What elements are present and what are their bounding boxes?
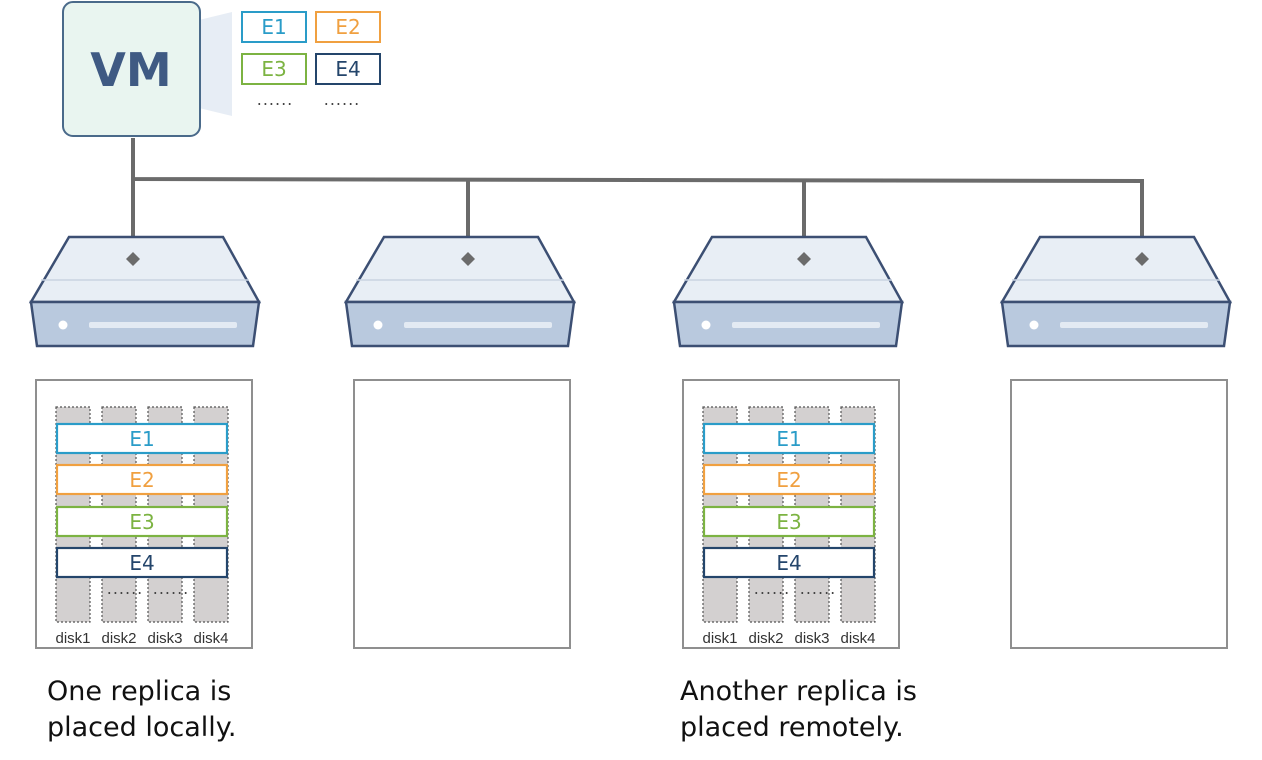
extent-box: [241, 11, 307, 43]
disk-label-2: disk2: [101, 630, 136, 647]
caption-remote: Another replica is placed remotely.: [680, 674, 917, 746]
extent-label: E2: [335, 15, 360, 39]
extent-bar: [55, 463, 229, 496]
vm-extent-e1: E1: [241, 11, 307, 43]
extent-label: E2: [129, 468, 154, 492]
disk-ellipsis-1: ......: [107, 579, 144, 598]
cable-connector: [797, 252, 811, 266]
extent-label: E3: [261, 57, 286, 81]
server-top: [28, 235, 262, 304]
caption-local-line-2: placed locally.: [47, 712, 237, 743]
server-4: [999, 235, 1233, 348]
extent-label: E4: [129, 551, 154, 575]
server-2-storage: [353, 379, 571, 649]
extent-label: E2: [776, 468, 801, 492]
extent-bar: [702, 463, 876, 496]
storage-panel: [353, 379, 571, 649]
server-top: [343, 235, 577, 304]
extent-bar: [702, 422, 876, 455]
vm-extent-e2: E2: [315, 11, 381, 43]
replica-extent-e4: E4: [702, 546, 876, 579]
extent-label: E3: [776, 510, 801, 534]
extent-bar: [702, 546, 876, 579]
extent-bar: [702, 505, 876, 538]
server-1: [28, 235, 262, 348]
extent-box: [241, 53, 307, 85]
vm-label: VM: [90, 43, 171, 97]
disk-ellipsis-2: ......: [800, 579, 837, 598]
drive-bay-slot: [1060, 322, 1208, 328]
server-top: [671, 235, 905, 304]
network-cables: [131, 138, 1144, 258]
caption-local: One replica is placed locally.: [47, 674, 237, 746]
replica-extent-e3: E3: [55, 505, 229, 538]
disk-label-1: disk1: [55, 630, 90, 647]
caption-remote-line-2: placed remotely.: [680, 712, 904, 743]
vm-link-shadow: [199, 12, 232, 116]
server-top: [999, 235, 1233, 304]
server-2: [343, 235, 577, 348]
disk-label-4: disk4: [193, 630, 228, 647]
replica-extent-e1: E1: [55, 422, 229, 455]
vm-extent-e4: E4: [315, 53, 381, 85]
extent-label: E3: [129, 510, 154, 534]
caption-remote-line-1: Another replica is: [680, 676, 917, 707]
vm-ellipsis-2: ......: [324, 90, 361, 109]
cable-connector: [126, 252, 140, 266]
power-led: [373, 320, 383, 330]
vm-ellipsis-1: ......: [257, 90, 294, 109]
drive-bay-slot: [89, 322, 237, 328]
power-led: [701, 320, 711, 330]
extent-label: E4: [776, 551, 801, 575]
extent-bar: [55, 422, 229, 455]
replica-extent-e2: E2: [55, 463, 229, 496]
disk-ellipsis-1: ......: [754, 579, 791, 598]
disk-label-4: disk4: [840, 630, 875, 647]
server-4-storage: [1010, 379, 1228, 649]
disk-label-2: disk2: [748, 630, 783, 647]
disk-label-3: disk3: [794, 630, 829, 647]
replica-extent-e2: E2: [702, 463, 876, 496]
disk-label-3: disk3: [147, 630, 182, 647]
extent-label: E4: [335, 57, 360, 81]
power-led: [58, 320, 68, 330]
cable-connector: [461, 252, 475, 266]
cable-connector: [1135, 252, 1149, 266]
disk-ellipsis-2: ......: [153, 579, 190, 598]
vm-box: [62, 1, 201, 137]
server-3: [671, 235, 905, 348]
drive-bay-slot: [404, 322, 552, 328]
replica-extent-e4: E4: [55, 546, 229, 579]
extent-bar: [55, 505, 229, 538]
extent-bar: [55, 546, 229, 579]
caption-local-line-1: One replica is: [47, 676, 232, 707]
disk-label-1: disk1: [702, 630, 737, 647]
extent-box: [315, 53, 381, 85]
storage-panel: [1010, 379, 1228, 649]
drive-bay-slot: [732, 322, 880, 328]
extent-label: E1: [129, 427, 154, 451]
power-led: [1029, 320, 1039, 330]
extent-box: [315, 11, 381, 43]
replica-extent-e1: E1: [702, 422, 876, 455]
extent-label: E1: [261, 15, 286, 39]
network-bus: [131, 138, 1144, 183]
extent-label: E1: [776, 427, 801, 451]
replica-extent-e3: E3: [702, 505, 876, 538]
vm-extent-e3: E3: [241, 53, 307, 85]
